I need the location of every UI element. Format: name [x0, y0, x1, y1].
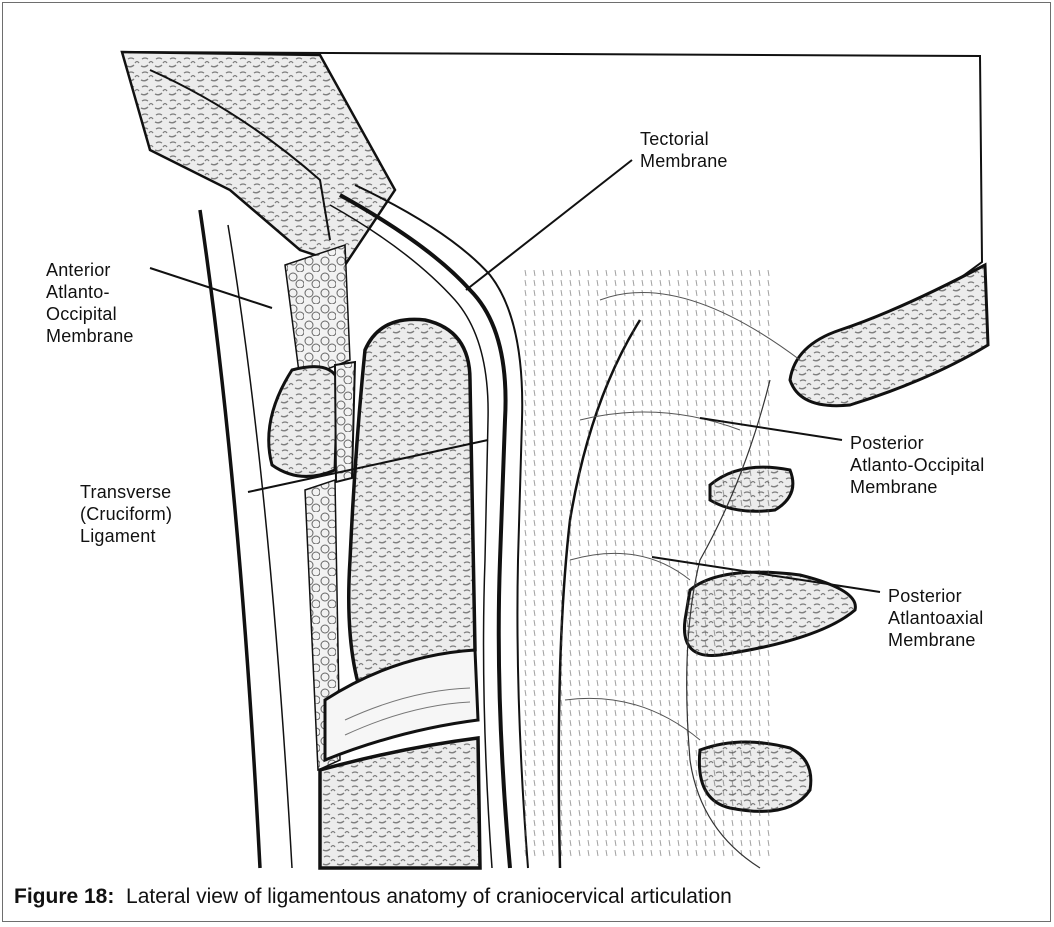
occipital-bone: [790, 265, 988, 406]
label-posterior-atlanto-occipital-membrane: Posterior Atlanto-Occipital Membrane: [850, 432, 984, 498]
atlas-anterior-arch: [269, 367, 338, 477]
skull-bone-anterior: [122, 52, 395, 265]
label-anterior-atlanto-occipital-membrane: Anterior Atlanto- Occipital Membrane: [46, 259, 134, 347]
figure-caption: Figure 18: Lateral view of ligamentous a…: [14, 885, 732, 909]
label-transverse-cruciform-ligament: Transverse (Cruciform) Ligament: [80, 481, 172, 547]
label-posterior-atlantoaxial-membrane: Posterior Atlantoaxial Membrane: [888, 585, 983, 651]
anterior-ao-membrane-shape: [285, 245, 350, 380]
figure-number: Figure 18:: [14, 885, 114, 908]
dens-c2: [349, 319, 475, 690]
c3-body: [320, 738, 480, 868]
posterior-fibers: [520, 270, 770, 860]
label-tectorial-membrane: Tectorial Membrane: [640, 128, 728, 172]
atlas-anterior-arch-2: [335, 362, 355, 482]
anterior-wall-outer: [200, 210, 260, 868]
figure-caption-text: Lateral view of ligamentous anatomy of c…: [126, 885, 732, 908]
